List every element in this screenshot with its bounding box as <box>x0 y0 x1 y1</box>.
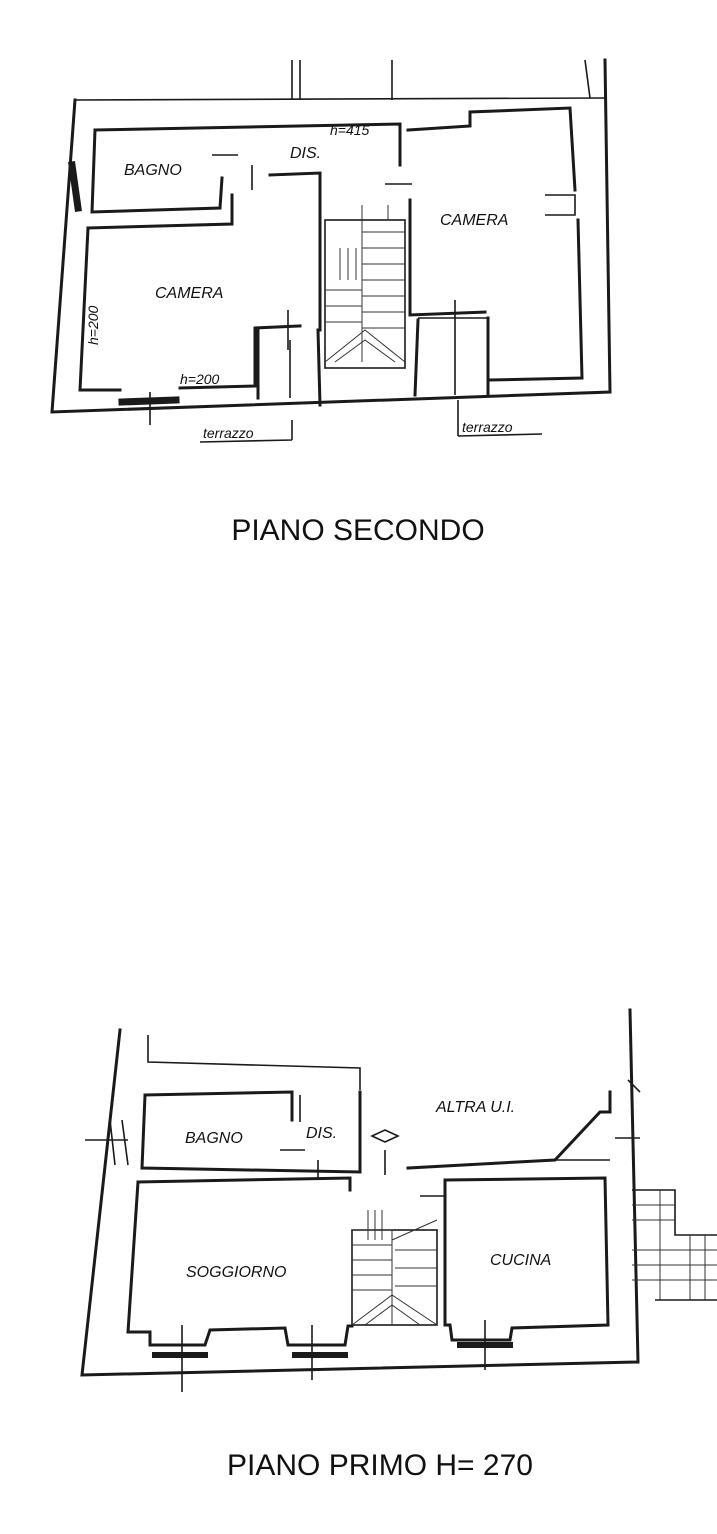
second-dis-label: DIS. <box>290 145 321 162</box>
first-dis-label: DIS. <box>306 1125 337 1142</box>
second-bagno-label: BAGNO <box>124 162 182 179</box>
second-height-bottom: h=200 <box>180 371 220 387</box>
second-camera-left-label: CAMERA <box>155 285 223 302</box>
second-terrace-left-label: terrazzo <box>203 425 254 441</box>
second-camera-right-label: CAMERA <box>440 212 508 229</box>
first-bagno-label: BAGNO <box>185 1130 243 1147</box>
first-floor-external-stair <box>632 1189 717 1301</box>
second-floor-stair <box>324 205 406 369</box>
second-height-top: h=415 <box>330 122 370 138</box>
first-altra-label: ALTRA U.I. <box>435 1099 515 1116</box>
second-terrace-right-label: terrazzo <box>462 419 513 435</box>
first-soggiorno-label: SOGGIORNO <box>186 1264 286 1281</box>
first-cucina-label: CUCINA <box>490 1252 551 1269</box>
second-floor-plan: BAGNO DIS. h=415 CAMERA CAMERA h=200 h=2… <box>50 58 612 443</box>
second-height-left: h=200 <box>85 305 101 345</box>
first-floor-stair <box>351 1210 438 1326</box>
second-floor-title: PIANO SECONDO <box>231 514 484 547</box>
first-floor-title: PIANO PRIMO H= 270 <box>227 1449 533 1482</box>
first-floor-plan: BAGNO DIS. ALTRA U.I. SOGGIORNO CUCINA <box>80 1008 717 1392</box>
